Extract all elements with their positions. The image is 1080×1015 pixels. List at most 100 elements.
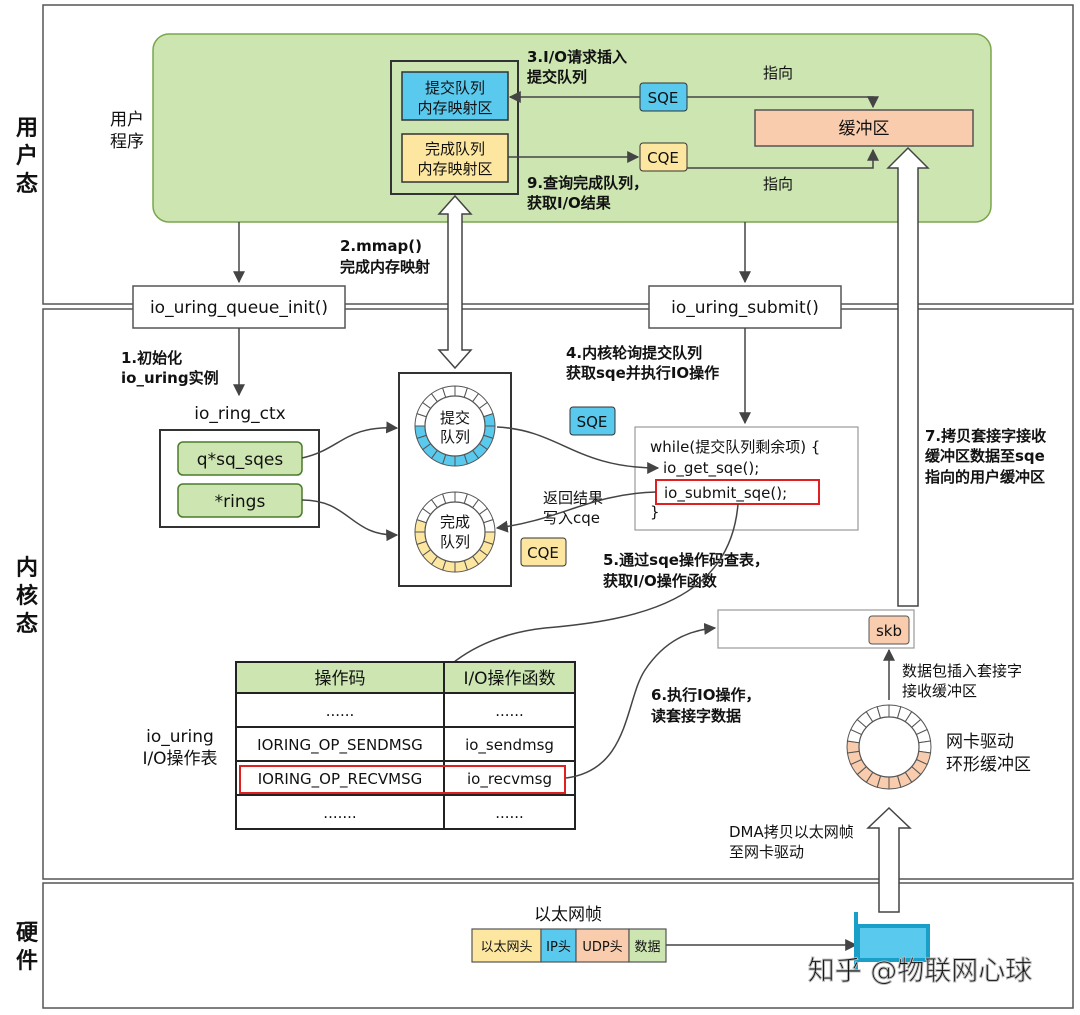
user-layer-char-1: 用 xyxy=(16,116,38,141)
sq-mapping-box xyxy=(401,71,509,121)
copy-to-user-buffer-arrow xyxy=(886,146,930,607)
ethernet-frame-part xyxy=(540,928,577,963)
table-cell-opcode: IORING_OP_SENDMSG xyxy=(257,736,423,755)
complete-ring-label-2: 队列 xyxy=(440,533,470,551)
kernel-layer-label: 内 核 态 xyxy=(16,556,38,637)
mmap-double-arrow xyxy=(437,194,473,370)
step6-label-1: 6.执行IO操作， xyxy=(651,686,760,704)
ops-table-header xyxy=(235,661,576,694)
ring-hub xyxy=(424,501,486,563)
ops-table-header-func: I/O操作函数 xyxy=(463,669,555,689)
sqe-tag-kernel xyxy=(569,406,616,436)
step3-label-2: 提交队列 xyxy=(527,68,587,86)
hardware-layer-char-2: 件 xyxy=(16,949,38,974)
submit-ring-label-2: 队列 xyxy=(440,428,470,446)
nic-ring-label-1: 网卡驱动 xyxy=(946,732,1014,752)
user-layer-char-2: 户 xyxy=(16,143,38,169)
queue-init-label: io_uring_queue_init() xyxy=(150,298,328,318)
points-to-label-1: 指向 xyxy=(763,64,793,82)
ethernet-frame-part xyxy=(575,928,630,963)
ethernet-frame-label: 以太网帧 xyxy=(534,905,602,925)
cq-mapping-box xyxy=(401,133,509,183)
user-program-label-2: 程序 xyxy=(110,132,144,152)
step5-label-2: 获取I/O操作函数 xyxy=(603,572,718,590)
table-row xyxy=(235,726,576,762)
ethernet-frame-part-label: 数据 xyxy=(634,940,660,955)
mmap-region-frame xyxy=(390,60,519,195)
cqe-tag-kernel xyxy=(520,537,567,567)
step5-label-1: 5.通过sqe操作码查表， xyxy=(603,551,769,569)
table-cell-func: ...... xyxy=(495,702,524,720)
step2-label-2: 完成内存映射 xyxy=(340,258,430,276)
cq-mapping-label-2: 内存映射区 xyxy=(417,160,492,178)
ethernet-frame-part-label: UDP头 xyxy=(582,940,622,955)
table-cell-func: ...... xyxy=(495,804,524,822)
dma-label-2: 至网卡驱动 xyxy=(729,843,804,861)
table-cell-func: io_recvmsg xyxy=(467,770,552,789)
rings-to-complete-ring-arrow xyxy=(301,499,399,542)
sqe-tag-kernel-label: SQE xyxy=(577,413,608,431)
step4-label-1: 4.内核轮询提交队列 xyxy=(566,344,702,362)
ethernet-frame-part xyxy=(471,928,542,963)
ops-table-label-2: I/O操作表 xyxy=(142,749,217,769)
step1-label-1: 1.初始化 xyxy=(121,349,182,367)
rings-field-label: *rings xyxy=(215,492,266,512)
submit-ring-to-code-arrow xyxy=(496,426,660,474)
cqe-tag-kernel-label: CQE xyxy=(527,544,559,562)
dma-arrow xyxy=(866,806,912,913)
cq-mapping-label-1: 完成队列 xyxy=(425,140,485,158)
sq-mapping-label-2: 内存映射区 xyxy=(417,99,492,117)
points-to-label-2: 指向 xyxy=(763,175,793,193)
table-row xyxy=(235,794,576,830)
ethernet-frame-part xyxy=(628,928,667,963)
recvmsg-row-highlight xyxy=(239,765,566,794)
code-line-1: while(提交队列剩余项) { xyxy=(650,438,820,456)
sq-sqes-to-submit-ring-arrow xyxy=(301,421,399,459)
dma-label-1: DMA拷贝以太网帧 xyxy=(729,823,854,841)
hardware-layer-label: 硬 件 xyxy=(16,921,39,974)
sq-sqes-field xyxy=(177,441,303,476)
kernel-layer-char-2: 核 xyxy=(16,583,38,609)
step1-label-2: io_uring实例 xyxy=(121,369,219,387)
ops-table-label-1: io_uring xyxy=(146,727,214,747)
table-row xyxy=(235,692,576,728)
user-buffer xyxy=(754,109,974,147)
ethernet-frame-part-label: IP头 xyxy=(546,940,571,955)
packet-insert-label-2: 接收缓冲区 xyxy=(902,682,977,700)
sqe-points-to-arrow xyxy=(687,96,879,109)
complete-ring-label-1: 完成 xyxy=(440,513,470,531)
user-program-area xyxy=(152,33,992,223)
cqe-points-to-arrow xyxy=(687,148,879,169)
code-line-4: } xyxy=(650,503,660,521)
ring-ctx-label: io_ring_ctx xyxy=(194,404,285,424)
hardware-layer-char-1: 硬 xyxy=(16,921,39,946)
return-result-label-1: 返回结果 xyxy=(543,489,603,507)
user-layer-label: 用 户 态 xyxy=(16,116,38,197)
table-cell-opcode: ....... xyxy=(323,804,356,822)
kernel-layer-char-1: 内 xyxy=(16,556,38,581)
submit-ring-label-1: 提交 xyxy=(440,409,470,427)
submit-box xyxy=(648,285,842,329)
code-line-2: io_get_sqe(); xyxy=(663,459,759,478)
user-buffer-label: 缓冲区 xyxy=(839,119,890,139)
sqe-tag-user-label: SQE xyxy=(648,89,679,107)
skb-label: skb xyxy=(876,622,902,640)
step9-label-1: 9.查询完成队列， xyxy=(527,174,648,192)
kernel-code-box xyxy=(634,426,859,531)
step6-label-2: 读套接字数据 xyxy=(651,707,741,725)
skb-box xyxy=(868,615,910,645)
table-to-socket-buffer-arrow xyxy=(565,622,717,779)
ethernet-frame-part-label: 以太网头 xyxy=(480,940,532,955)
code-to-complete-ring-arrow xyxy=(495,491,657,533)
sq-sqes-field-label: q*sq_sqes xyxy=(197,450,284,470)
step7-label-1: 7.拷贝套接字接收 xyxy=(925,427,1046,445)
complete-ring xyxy=(414,491,496,573)
step2-label-1: 2.mmap() xyxy=(340,237,422,255)
user-layer-char-3: 态 xyxy=(16,171,38,197)
nic-ring xyxy=(846,704,932,790)
watermark: 知乎 @物联网心球 xyxy=(808,956,1033,987)
step7-label-2: 缓冲区数据至sqe xyxy=(925,447,1045,465)
table-cell-opcode: IORING_OP_RECVMSG xyxy=(258,770,423,789)
